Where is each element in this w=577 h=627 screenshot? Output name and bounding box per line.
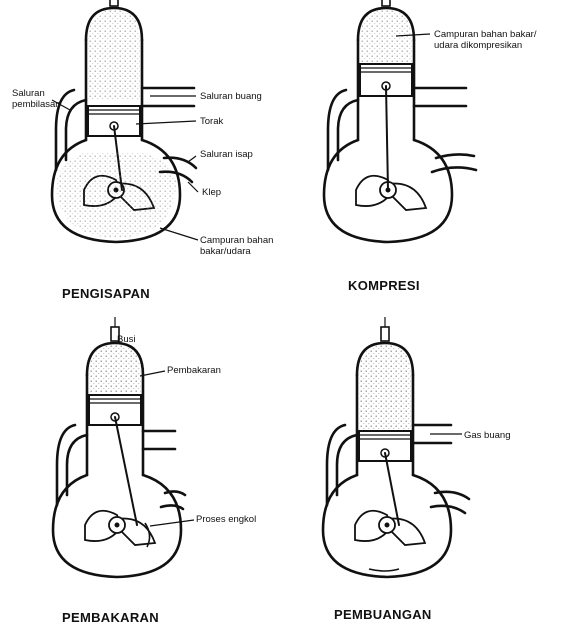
- panel-pembuangan: Gas buang PEMBUANGAN: [323, 317, 510, 622]
- label-proses-engkol: Proses engkol: [196, 514, 256, 525]
- label-klep: Klep: [202, 187, 221, 198]
- label-torak: Torak: [200, 116, 223, 127]
- label-saluran-buang: Saluran buang: [200, 91, 262, 102]
- label-campuran-dikompresikan-text-line-2: udara dikompresikan: [434, 40, 522, 51]
- label-saluran-pembilasan-text: Saluran: [12, 88, 45, 99]
- label-pembakaran: Pembakaran: [167, 365, 221, 376]
- label-campuran-text: Campuran bahan: [200, 235, 273, 246]
- label-saluran-isap: Saluran isap: [200, 149, 253, 160]
- caption-pembuangan: PEMBUANGAN: [334, 607, 432, 622]
- label-gas-buang: Gas buang: [464, 430, 510, 441]
- panel-kompresi: Campuran bahan bakar/udara dikompresikan…: [324, 0, 537, 293]
- label-campuran-text-line-2: bakar/udara: [200, 246, 251, 257]
- caption-kompresi: KOMPRESI: [348, 278, 420, 293]
- label-campuran-dikompresikan: Campuran bahan bakar/udara dikompresikan: [434, 29, 537, 51]
- caption-pembakaran: PEMBAKARAN: [62, 610, 159, 625]
- panel-pembakaran: Busi Pembakaran Proses engkol PEMBAKARAN: [53, 317, 256, 625]
- label-busi: Busi: [117, 334, 135, 345]
- label-campuran-dikompresikan-text: Campuran bahan bakar/: [434, 29, 537, 40]
- caption-pengisapan: PENGISAPAN: [62, 286, 150, 301]
